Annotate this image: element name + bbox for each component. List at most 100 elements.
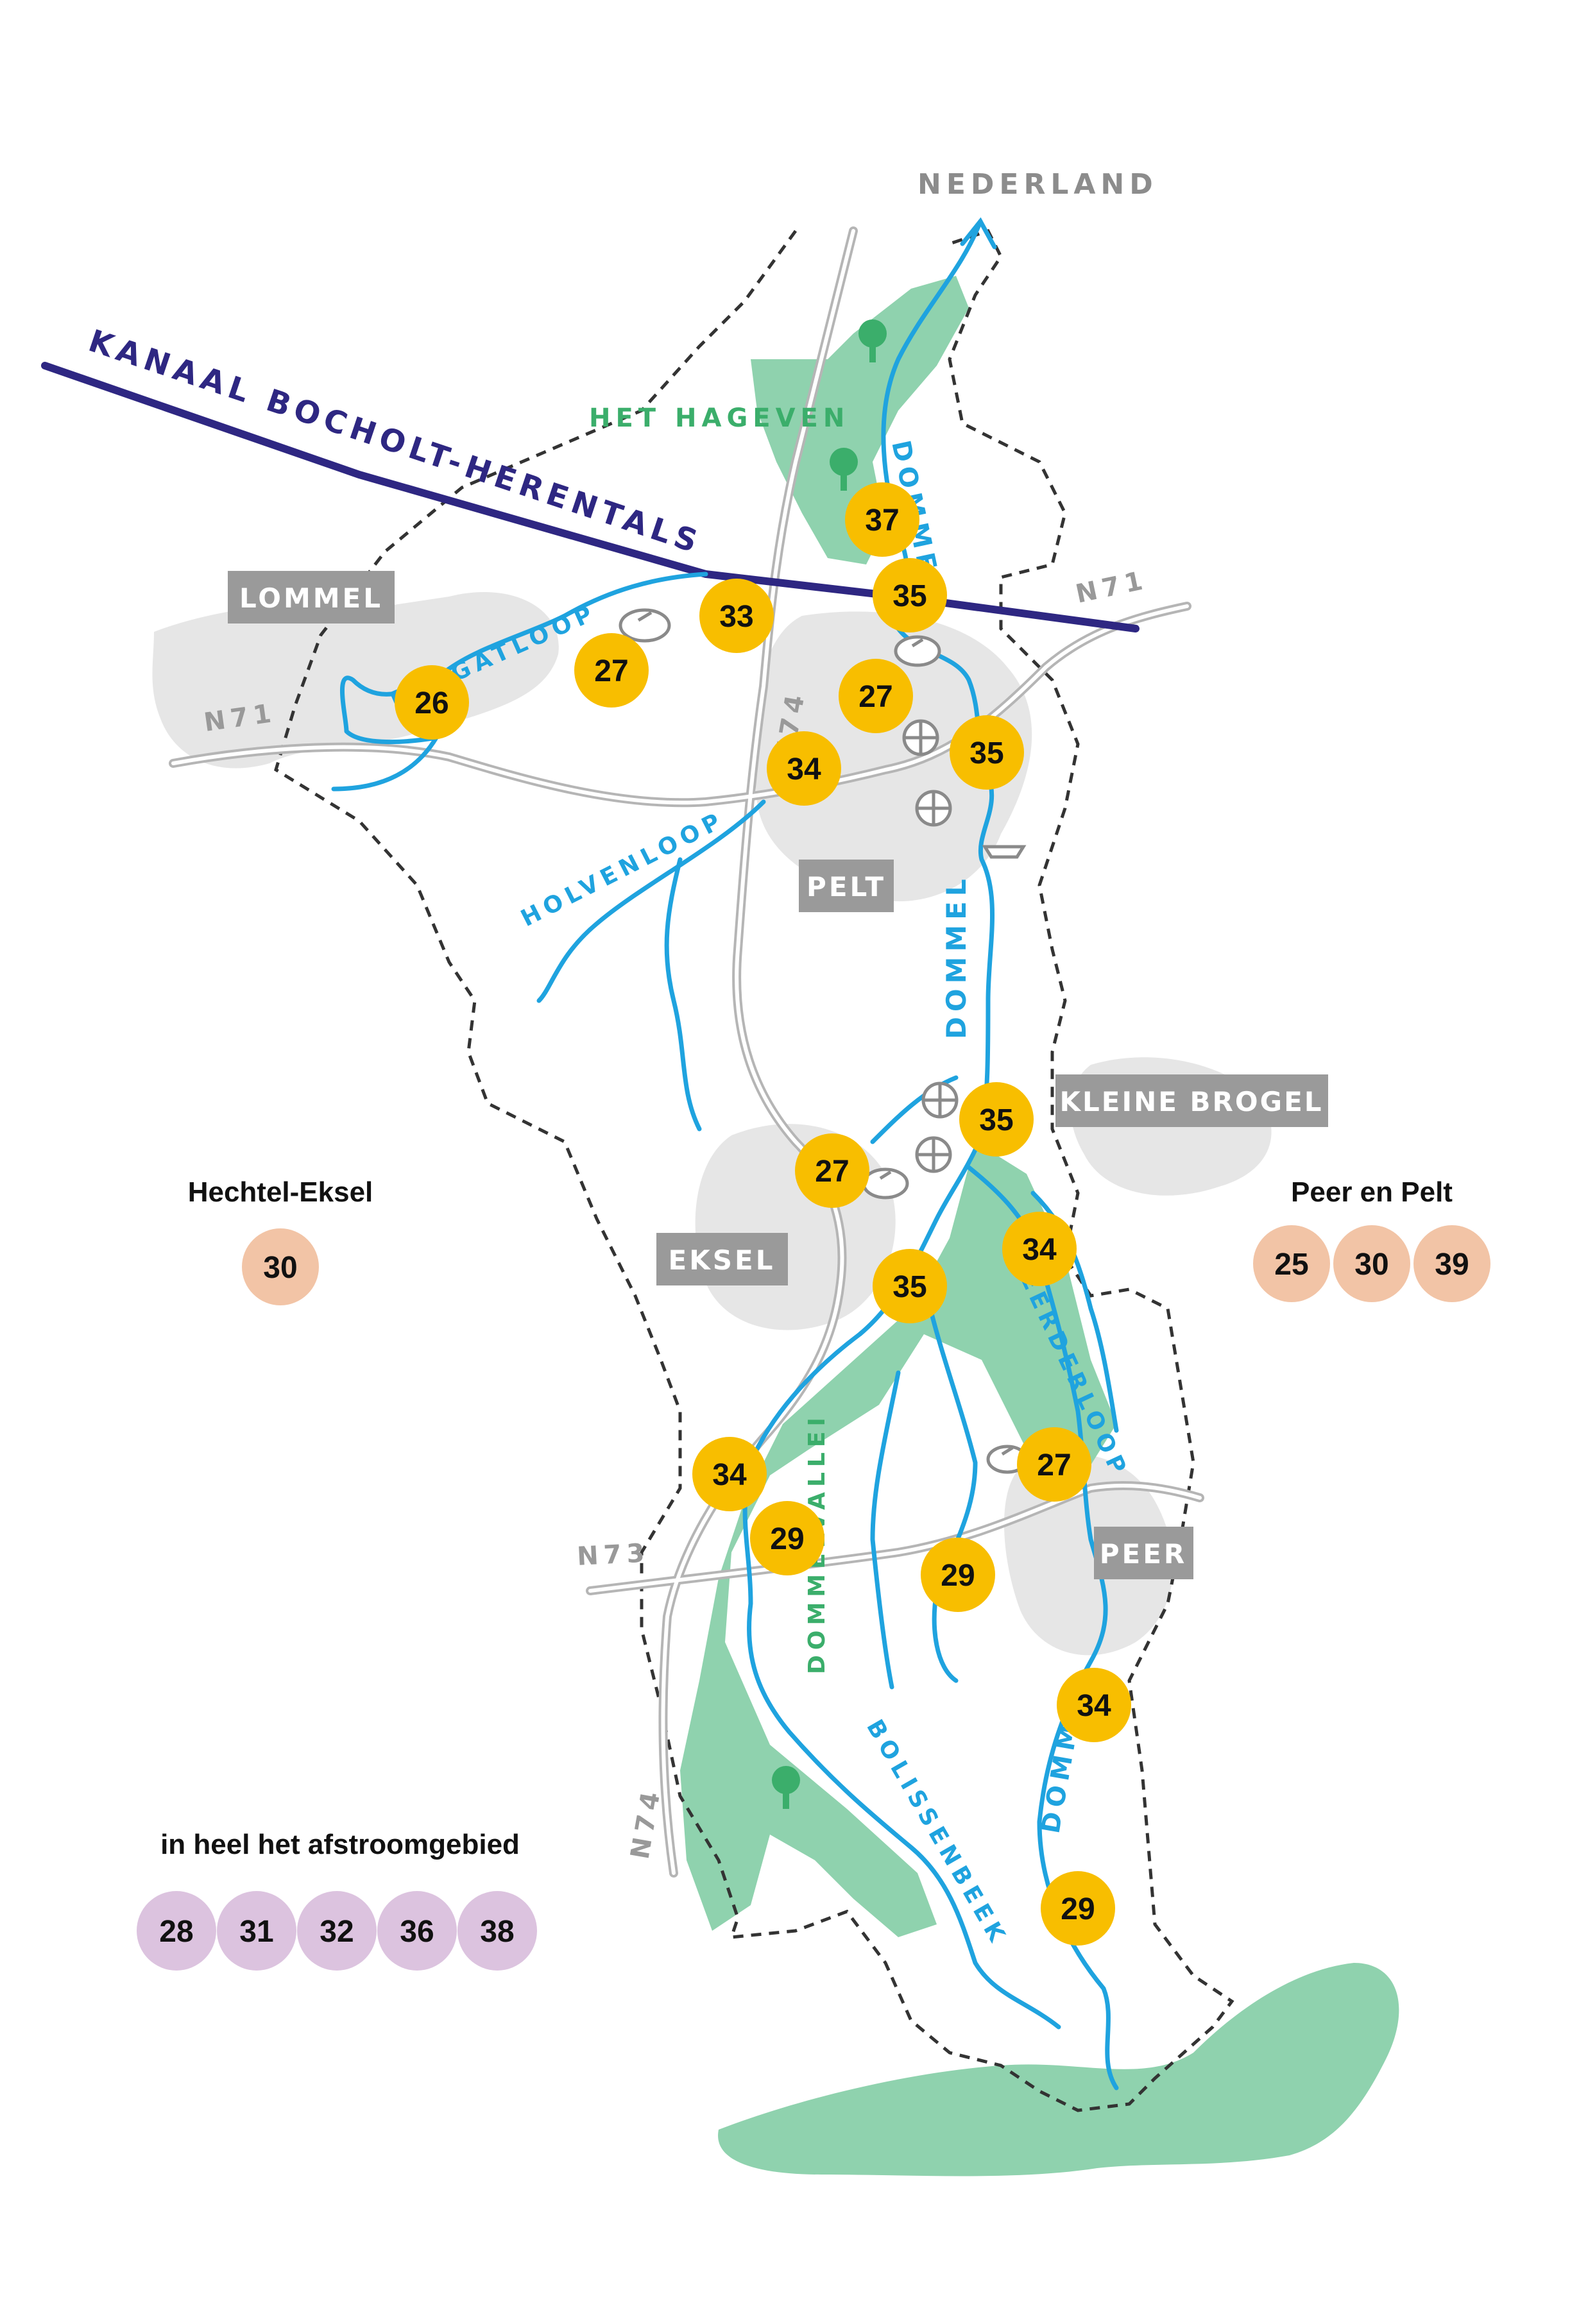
svg-text:27: 27 xyxy=(1037,1448,1071,1482)
svg-text:27: 27 xyxy=(594,654,628,688)
nature-area-south xyxy=(718,1963,1399,2176)
svg-text:27: 27 xyxy=(858,680,892,714)
legend-badge[interactable]: 30 xyxy=(1333,1225,1410,1302)
mill-wheel-icon xyxy=(921,1081,959,1119)
label-road-n73: N73 xyxy=(576,1538,650,1572)
map-badge[interactable]: 35 xyxy=(950,715,1024,790)
svg-text:33: 33 xyxy=(719,600,753,634)
treatment-plant-icon xyxy=(894,635,941,667)
svg-text:25: 25 xyxy=(1274,1248,1308,1282)
svg-text:36: 36 xyxy=(400,1915,434,1949)
arrow-up-icon xyxy=(960,217,997,250)
map-badge[interactable]: 37 xyxy=(845,482,919,557)
svg-text:30: 30 xyxy=(1354,1248,1388,1282)
map-badge[interactable]: 34 xyxy=(767,731,841,806)
map-badge[interactable]: 27 xyxy=(574,633,649,708)
nature-areas xyxy=(680,276,1399,2176)
town-label-eksel: EKSEL xyxy=(669,1244,776,1276)
river-holvenloop-branch xyxy=(664,857,702,1132)
label-dommel-mid: DOMMEL xyxy=(941,874,972,1039)
mill-wheel-icon xyxy=(902,719,939,756)
svg-text:37: 37 xyxy=(865,504,899,538)
map-badge[interactable]: 35 xyxy=(873,558,947,632)
legend-badge[interactable]: 32 xyxy=(297,1891,377,1971)
legend-hechtel-eksel-title: Hechtel-Eksel xyxy=(188,1176,373,1208)
svg-text:26: 26 xyxy=(414,686,448,720)
map-badge[interactable]: 34 xyxy=(1002,1212,1077,1286)
legend-whole-catchment-title: in heel het afstroomgebied xyxy=(160,1829,520,1860)
map-badge[interactable]: 27 xyxy=(1017,1427,1091,1502)
nature-area-het-hageven xyxy=(751,276,969,564)
treatment-plant-icon xyxy=(986,1445,1029,1474)
river-dommel-middle xyxy=(928,1306,978,1683)
legend-whole-catchment: in heel het afstroomgebied 28 31 32 36 3… xyxy=(137,1829,537,1971)
svg-text:29: 29 xyxy=(1061,1892,1095,1926)
svg-text:30: 30 xyxy=(263,1251,297,1285)
built-area-pelt xyxy=(754,611,1032,902)
town-box-kleine-brogel: KLEINE BROGEL xyxy=(1055,1074,1328,1127)
label-road-n71-east: N71 xyxy=(1073,565,1150,609)
label-nederland: NEDERLAND xyxy=(918,168,1158,201)
legend-badge[interactable]: 38 xyxy=(457,1891,537,1971)
town-label-peer: PEER xyxy=(1100,1538,1188,1570)
facility-icons xyxy=(619,608,1029,1474)
tree-icons xyxy=(772,319,887,1809)
town-label-kleine-brogel: KLEINE BROGEL xyxy=(1059,1086,1323,1117)
river-bolissenbeek-branch xyxy=(870,1370,901,1690)
map-badge[interactable]: 29 xyxy=(921,1538,995,1612)
label-canal: KANAAL BOCHOLT-HERENTALS xyxy=(84,323,706,561)
map-badge[interactable]: 34 xyxy=(692,1437,767,1511)
legend-hechtel-eksel: Hechtel-Eksel 30 xyxy=(188,1176,373,1305)
legend-badge[interactable]: 25 xyxy=(1253,1225,1330,1302)
boat-icon xyxy=(982,845,1027,859)
town-label-lommel: LOMMEL xyxy=(239,582,383,614)
tree-icon xyxy=(772,1766,800,1809)
treatment-plant-icon xyxy=(862,1167,909,1200)
map-badge[interactable]: 26 xyxy=(395,665,469,740)
svg-text:35: 35 xyxy=(969,736,1003,770)
legend-badge[interactable]: 39 xyxy=(1413,1225,1490,1302)
nature-area-dommelvallei xyxy=(680,1142,1116,1937)
label-road-n74-south: N74 xyxy=(626,1785,667,1861)
legend-badge[interactable]: 36 xyxy=(377,1891,457,1971)
legend-badge[interactable]: 31 xyxy=(217,1891,296,1971)
map-badges: 37 35 33 27 26 27 34 35 35 27 34 35 34 2… xyxy=(395,482,1131,1946)
map-badge[interactable]: 27 xyxy=(839,659,913,733)
svg-text:34: 34 xyxy=(1022,1233,1057,1267)
svg-text:28: 28 xyxy=(159,1915,193,1949)
svg-text:34: 34 xyxy=(1077,1689,1111,1723)
map-badge[interactable]: 29 xyxy=(750,1501,824,1575)
legend-badge[interactable]: 28 xyxy=(137,1891,216,1971)
svg-text:34: 34 xyxy=(787,752,821,786)
svg-text:39: 39 xyxy=(1435,1248,1469,1282)
svg-text:38: 38 xyxy=(480,1915,514,1949)
map-badge[interactable]: 29 xyxy=(1041,1871,1115,1946)
legend-peer-en-pelt-title: Peer en Pelt xyxy=(1291,1176,1453,1208)
legend-badge[interactable]: 30 xyxy=(242,1228,319,1305)
river-holvenloop xyxy=(536,799,766,1003)
svg-text:29: 29 xyxy=(941,1559,975,1593)
town-box-peer: PEER xyxy=(1094,1527,1193,1579)
town-box-eksel: EKSEL xyxy=(656,1233,788,1285)
svg-text:31: 31 xyxy=(239,1915,273,1949)
tree-icon xyxy=(830,448,858,491)
map-badge[interactable]: 33 xyxy=(699,579,774,653)
town-label-pelt: PELT xyxy=(807,871,886,903)
label-holvenloop: HOLVENLOOP xyxy=(517,806,729,932)
mill-wheel-icon xyxy=(915,1136,952,1173)
svg-text:32: 32 xyxy=(320,1915,354,1949)
legend-peer-en-pelt: Peer en Pelt 25 30 39 xyxy=(1253,1176,1490,1302)
map-badge[interactable]: 35 xyxy=(873,1249,947,1323)
svg-text:35: 35 xyxy=(892,579,926,613)
town-box-pelt: PELT xyxy=(799,860,894,912)
river-dommel-east xyxy=(966,1165,1119,2091)
map-badge[interactable]: 34 xyxy=(1057,1668,1131,1742)
map-badge[interactable]: 35 xyxy=(959,1082,1034,1157)
svg-text:27: 27 xyxy=(815,1155,849,1189)
town-box-lommel: LOMMEL xyxy=(228,571,395,623)
svg-text:35: 35 xyxy=(979,1103,1013,1137)
label-het-hageven: HET HAGEVEN xyxy=(589,403,849,433)
map-badge[interactable]: 27 xyxy=(795,1133,869,1208)
tree-icon xyxy=(858,319,887,362)
